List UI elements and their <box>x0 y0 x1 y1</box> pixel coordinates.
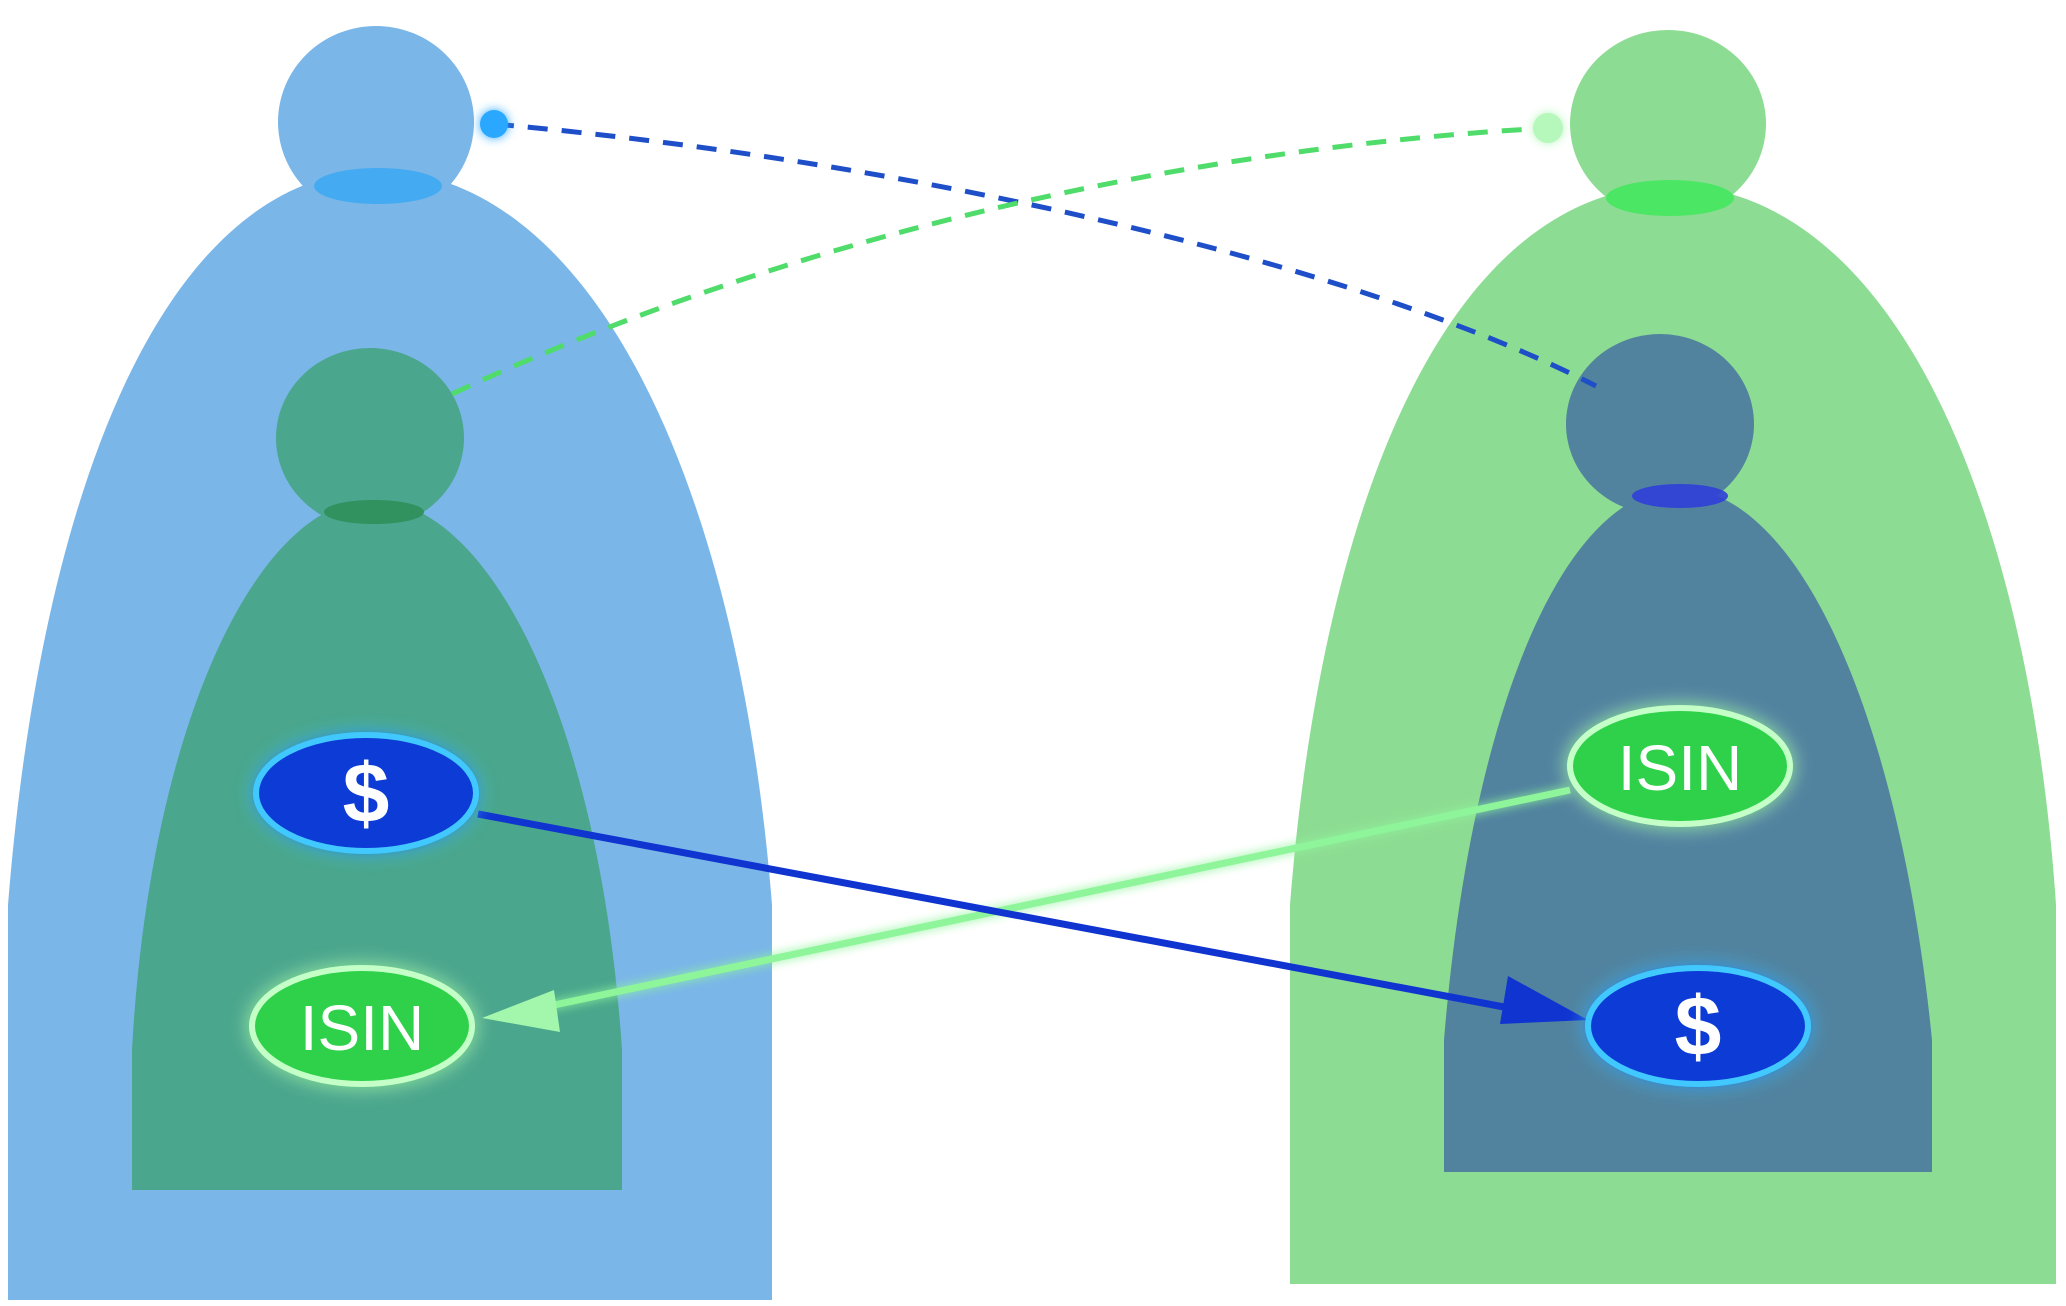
left-cash-token-label: $ <box>343 746 390 840</box>
green-link-endpoint <box>1533 113 1563 143</box>
right-inner-figure-neck <box>1632 484 1728 508</box>
right-isin-token-label: ISIN <box>1618 732 1742 804</box>
left-party-head <box>278 26 474 218</box>
left-inner-figure-head <box>276 348 464 528</box>
left-isin-token: ISIN <box>249 965 475 1087</box>
isin-token-icon <box>249 965 475 1087</box>
dashed-links <box>450 110 1598 397</box>
left-party-neck-highlight <box>314 168 442 204</box>
right-party-head <box>1570 30 1766 218</box>
right-party <box>1290 30 2056 1284</box>
transfer-arrows <box>477 786 1588 1032</box>
right-inner-figure-head <box>1566 334 1754 514</box>
right-inner-figure <box>1444 334 1932 1172</box>
blue-dashed-link <box>493 121 1598 389</box>
blue-link-endpoint <box>480 110 508 138</box>
right-cash-token-label: $ <box>1675 979 1722 1073</box>
dollar-token-icon <box>253 732 479 854</box>
right-party-neck-highlight <box>1606 180 1734 216</box>
right-isin-token: ISIN <box>1567 705 1793 827</box>
right-cash-token: $ <box>1585 965 1811 1087</box>
cash-transfer-arrow <box>477 810 1521 1014</box>
right-inner-figure-body <box>1444 488 1932 1172</box>
left-party <box>8 26 772 1300</box>
cash-arrowhead-icon <box>1500 976 1588 1024</box>
isin-token-icon <box>1567 705 1793 827</box>
green-dashed-link <box>450 125 1549 397</box>
left-isin-token-label: ISIN <box>300 992 424 1064</box>
security-transfer-arrow <box>539 786 1571 1012</box>
dollar-token-icon <box>1585 965 1811 1087</box>
left-inner-figure-neck <box>324 500 424 524</box>
left-cash-token: $ <box>253 732 479 854</box>
security-arrowhead-icon <box>482 990 560 1032</box>
